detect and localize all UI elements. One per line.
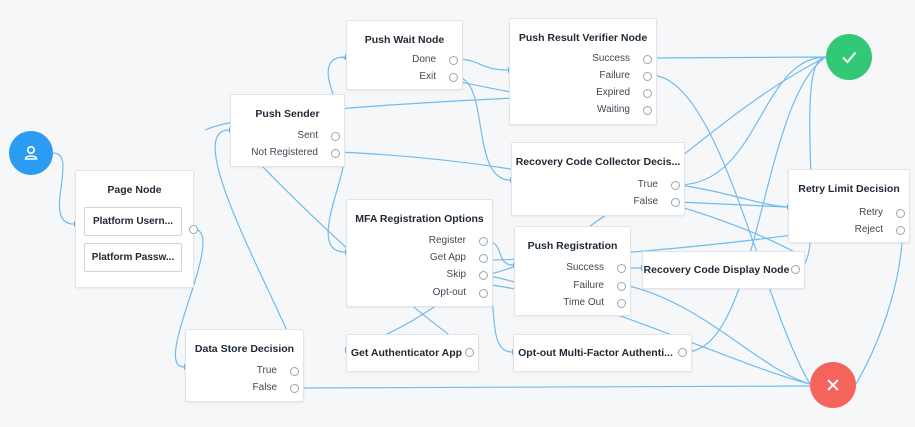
outcome-true: True [256, 365, 277, 376]
outcome-success: Success [592, 53, 630, 64]
outcome-port-time-out[interactable] [617, 299, 626, 308]
outcome-port-exit[interactable] [449, 73, 458, 82]
outcome-port-skip[interactable] [479, 271, 488, 280]
outcome-true: True [637, 179, 658, 190]
outcome-port-failure[interactable] [643, 72, 652, 81]
outcome-port-reject[interactable] [896, 226, 905, 235]
recovery-code-display-node[interactable]: Recovery Code Display Node [642, 251, 805, 289]
platform-password-node[interactable]: Platform Passw... [84, 243, 182, 272]
outcome-opt-out: Opt-out [432, 287, 466, 298]
node-title: Data Store Decision [194, 343, 295, 355]
outcome-port-success[interactable] [643, 55, 652, 64]
outcome-port[interactable] [678, 348, 687, 357]
node-title: Push Sender [255, 108, 320, 120]
close-icon [827, 379, 839, 391]
node-title: Push Wait Node [364, 34, 445, 46]
outcome-false: False [633, 196, 658, 207]
outcome-false: False [252, 382, 277, 393]
user-icon [24, 145, 38, 160]
node-title: Recovery Code Collector Decis... [515, 156, 681, 168]
outcome-get-app: Get App [429, 252, 466, 263]
outcome-failure: Failure [573, 280, 604, 291]
data-store-decision-node[interactable]: Data Store Decision True False [185, 329, 304, 402]
node-title: MFA Registration Options [355, 213, 484, 225]
platform-username-node[interactable]: Platform Usern... [84, 207, 182, 236]
start-node[interactable] [9, 131, 53, 175]
node-title: Opt-out Multi-Factor Authenti... [518, 347, 673, 359]
outcome-expired: Expired [596, 87, 630, 98]
outcome-done: Done [412, 54, 436, 65]
outcome-port-sent[interactable] [331, 132, 340, 141]
push-result-verifier-node[interactable]: Push Result Verifier Node Success Failur… [509, 18, 657, 125]
outcome-port-opt-out[interactable] [479, 289, 488, 298]
outcome-port-register[interactable] [479, 237, 488, 246]
opt-out-mfa-node[interactable]: Opt-out Multi-Factor Authenti... [513, 334, 692, 372]
outcome-sent: Sent [297, 130, 318, 141]
outcome-port-false[interactable] [290, 384, 299, 393]
page-node[interactable]: Page Node Platform Usern... Platform Pas… [75, 170, 198, 288]
outcome-time-out: Time Out [563, 297, 604, 308]
retry-limit-decision-node[interactable]: Retry Limit Decision Retry Reject [788, 169, 910, 243]
outcome-port-waiting[interactable] [643, 106, 652, 115]
outcome-port[interactable] [465, 348, 474, 357]
node-title: Recovery Code Display Node [643, 264, 790, 276]
node-title: Push Result Verifier Node [518, 32, 648, 44]
failure-node[interactable] [810, 362, 856, 408]
outcome-port-retry[interactable] [896, 209, 905, 218]
outcome-exit: Exit [419, 71, 436, 82]
node-title: Get Authenticator App [350, 347, 463, 359]
outcome-port-success[interactable] [617, 264, 626, 273]
node-title: Retry Limit Decision [798, 183, 900, 195]
outcome-port[interactable] [189, 225, 198, 234]
outcome-port-failure[interactable] [617, 282, 626, 291]
outcome-port-expired[interactable] [643, 89, 652, 98]
node-title: Push Registration [527, 240, 618, 252]
outcome-success: Success [566, 262, 604, 273]
push-sender-node[interactable]: Push Sender Sent Not Registered [230, 94, 345, 167]
outcome-port-not-registered[interactable] [331, 149, 340, 158]
success-node[interactable] [826, 34, 872, 80]
outcome-not-registered: Not Registered [251, 147, 318, 158]
outcome-port-get-app[interactable] [479, 254, 488, 263]
checkmark-icon [842, 51, 857, 64]
outcome-waiting: Waiting [597, 104, 630, 115]
mfa-registration-options-node[interactable]: MFA Registration Options Register Get Ap… [346, 199, 493, 307]
outcome-port-true[interactable] [290, 367, 299, 376]
get-authenticator-app-node[interactable]: Get Authenticator App [346, 334, 479, 372]
outcome-port-done[interactable] [449, 56, 458, 65]
outcome-skip: Skip [446, 269, 466, 280]
push-wait-node[interactable]: Push Wait Node Done Exit [346, 20, 463, 90]
outcome-register: Register [428, 235, 466, 246]
outcome-port-false[interactable] [671, 198, 680, 207]
outcome-retry: Retry [859, 207, 883, 218]
outcome-port-true[interactable] [671, 181, 680, 190]
recovery-code-collector-node[interactable]: Recovery Code Collector Decis... True Fa… [511, 142, 685, 216]
outcome-failure: Failure [599, 70, 630, 81]
outcome-reject: Reject [854, 224, 883, 235]
outcome-port[interactable] [791, 265, 800, 274]
node-title: Page Node [107, 184, 162, 196]
push-registration-node[interactable]: Push Registration Success Failure Time O… [514, 226, 631, 316]
